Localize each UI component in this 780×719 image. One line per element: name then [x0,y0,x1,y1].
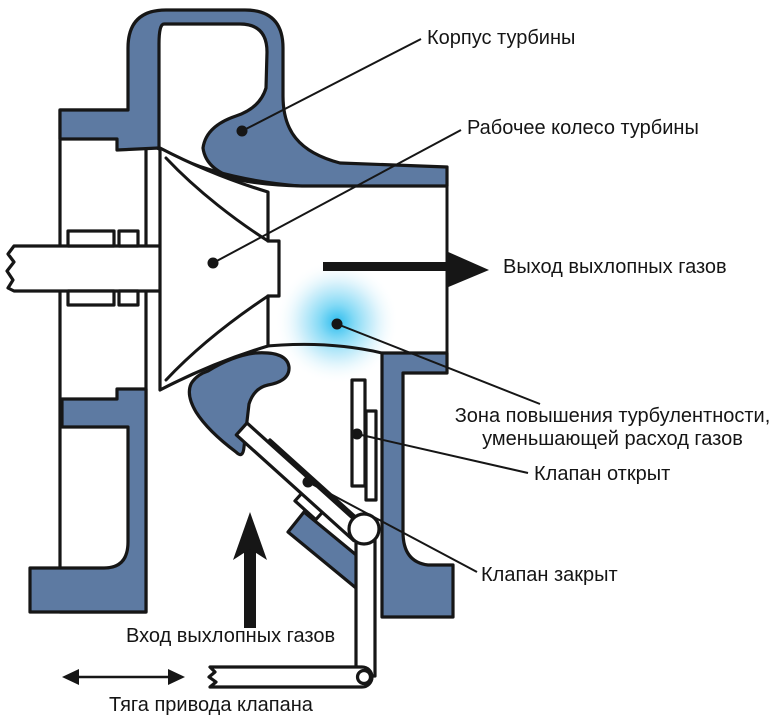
wheel-blade-upper-line [164,156,270,243]
callout-dot-turbulence [331,318,343,330]
callout-dot-housing [236,125,248,137]
callout-line-housing [241,38,422,132]
bearing-block-top-left [66,229,116,248]
exhaust-inlet-arrow-shaft [244,549,256,628]
turbine-wheel-shape [158,146,281,392]
callout-line-valve-open [356,433,529,474]
label-turbine-wheel: Рабочее колесо турбины [467,117,699,139]
valve-link-rod [354,538,377,678]
actuator-rod-eye [355,668,373,686]
housing-lower-right-shape [380,351,455,619]
label-valve-open: Клапан открыт [534,463,671,485]
label-valve-closed: Клапан закрыт [481,564,618,586]
exhaust-outlet-arrow-shaft [323,262,449,271]
rod-travel-arrow-right-head [168,669,185,685]
bearing-block-bottom-left [66,289,116,307]
label-exhaust-outlet: Выход выхлопных газов [503,256,727,278]
exhaust-inlet-arrow-head [233,512,267,560]
callout-line-wheel [212,129,462,264]
callout-dot-wheel [207,257,219,269]
shaft-shape [5,244,164,293]
housing-lower-left-shape [28,387,148,614]
callout-line-turbulence [336,323,541,405]
label-turbulence-line2: уменьшающей расход газов [482,428,743,450]
label-exhaust-inlet: Вход выхлопных газов [126,625,336,647]
bearing-block-top-right [117,229,140,248]
callout-dot-valve-open [351,428,363,440]
rod-travel-arrow-left-head [62,669,79,685]
label-actuator-rod: Тяга привода клапана [109,694,313,716]
valve-pivot-circle [347,512,381,546]
callout-line-valve-closed [307,481,478,573]
bearing-block-bottom-right [117,289,140,307]
callout-dot-valve-closed [302,476,314,488]
wheel-blade-lower-line [164,294,270,382]
label-turbulence-zone: Зона повышения турбулентности, уменьшающ… [440,405,780,451]
exhaust-outlet-arrow-head [446,251,489,288]
wastegate-valve-open-plate [364,409,378,502]
actuator-rod-shape [207,665,374,689]
label-turbine-housing: Корпус турбины [427,27,576,49]
label-turbulence-line1: Зона повышения турбулентности, [454,405,771,427]
